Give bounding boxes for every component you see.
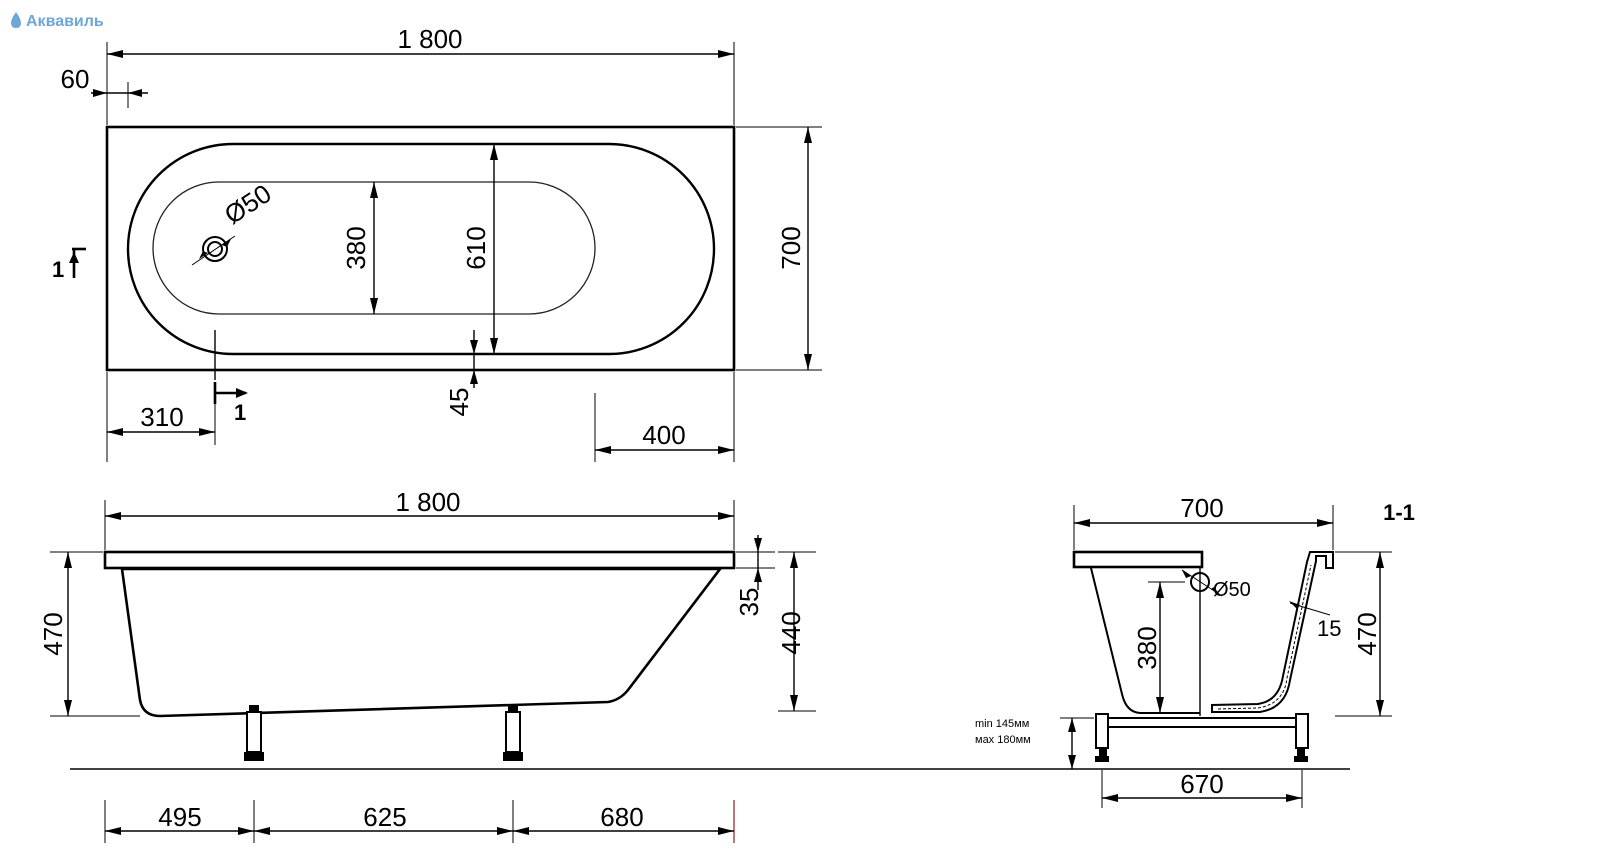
dim-rim-thickness: 35: [734, 588, 764, 617]
section-dim-line-drain-height: [1148, 581, 1185, 713]
section-view: 1-1 Ø50 15 380: [975, 493, 1415, 808]
dim-inner-width: 380: [341, 226, 371, 269]
section-wall-left: [1090, 567, 1200, 714]
section-dim-width: 700: [1180, 493, 1223, 523]
dim-side-rim: 45: [444, 388, 474, 417]
dim-line-length-top: [106, 42, 735, 125]
drop-icon: [11, 12, 21, 28]
dim-height-side: 470: [38, 612, 68, 655]
section-dim-line-wall: [1289, 601, 1331, 616]
support-leg-2: [503, 705, 523, 761]
dim-depth: 440: [776, 611, 806, 654]
dim-line-length-side: [104, 500, 735, 550]
section-dim-height: 470: [1352, 612, 1382, 655]
section-dim-line-height: [1335, 551, 1392, 717]
brand-logo: Аквавиль: [11, 12, 104, 30]
dim-length-side: 1 800: [395, 487, 460, 517]
section-drain-symbol: [1181, 569, 1223, 597]
section-dim-line-leg-height: [1060, 717, 1094, 769]
section-leg-max: мах 180мм: [975, 734, 1031, 746]
drain-symbol: [191, 235, 236, 266]
section-dim-wall: 15: [1317, 616, 1341, 641]
dim-line-end-offset: [594, 372, 735, 462]
top-view: Ø50 1 800 60 380: [52, 24, 822, 462]
brand-name: Аквавиль: [26, 13, 104, 30]
dim-width: 700: [776, 226, 806, 269]
dim-line-drain-offset: [106, 372, 216, 462]
section-dim-line-legs-span: [1101, 770, 1303, 808]
section-dim-legs-span: 670: [1180, 769, 1223, 799]
dim-length-top: 1 800: [397, 24, 462, 54]
dim-leg-1: 495: [158, 802, 201, 832]
dim-leg-3: 680: [600, 802, 643, 832]
dim-leg-2: 625: [363, 802, 406, 832]
dim-rim: 60: [61, 64, 90, 94]
dim-line-depth: [778, 551, 816, 712]
dim-drain-offset: 310: [140, 402, 183, 432]
dim-line-width: [736, 126, 822, 371]
section-label-left: 1: [52, 257, 64, 282]
side-view: 1 800 470 35 440: [38, 487, 1350, 843]
dim-line-side-rim: [470, 330, 478, 388]
section-dim-drain: Ø50: [1213, 579, 1251, 601]
dim-line-inner-width: [370, 182, 378, 314]
section-mark-bottom: [213, 330, 248, 404]
support-leg-1: [244, 705, 264, 761]
dim-line-legs: [104, 800, 735, 843]
dim-line-rim: [91, 82, 148, 108]
dim-line-rim-thickness: [736, 535, 775, 590]
section-label-bottom: 1: [234, 400, 246, 425]
section-title: 1-1: [1383, 500, 1415, 525]
dim-line-height-side: [50, 551, 140, 717]
tub-body-side: [120, 567, 723, 718]
section-wall-right: [1211, 551, 1334, 713]
section-mark-left: [69, 247, 86, 278]
dim-bowl-width: 610: [461, 226, 491, 269]
section-leg-frame: [1095, 713, 1309, 762]
section-dim-drain-height: 380: [1132, 626, 1162, 669]
section-dim-line-width: [1073, 505, 1334, 550]
tub-rim-side: [103, 550, 736, 570]
dim-line-bowl-width: [490, 144, 498, 354]
dim-end-offset: 400: [642, 420, 685, 450]
section-rim-left: [1072, 550, 1204, 569]
section-leg-min: min 145мм: [975, 718, 1029, 730]
